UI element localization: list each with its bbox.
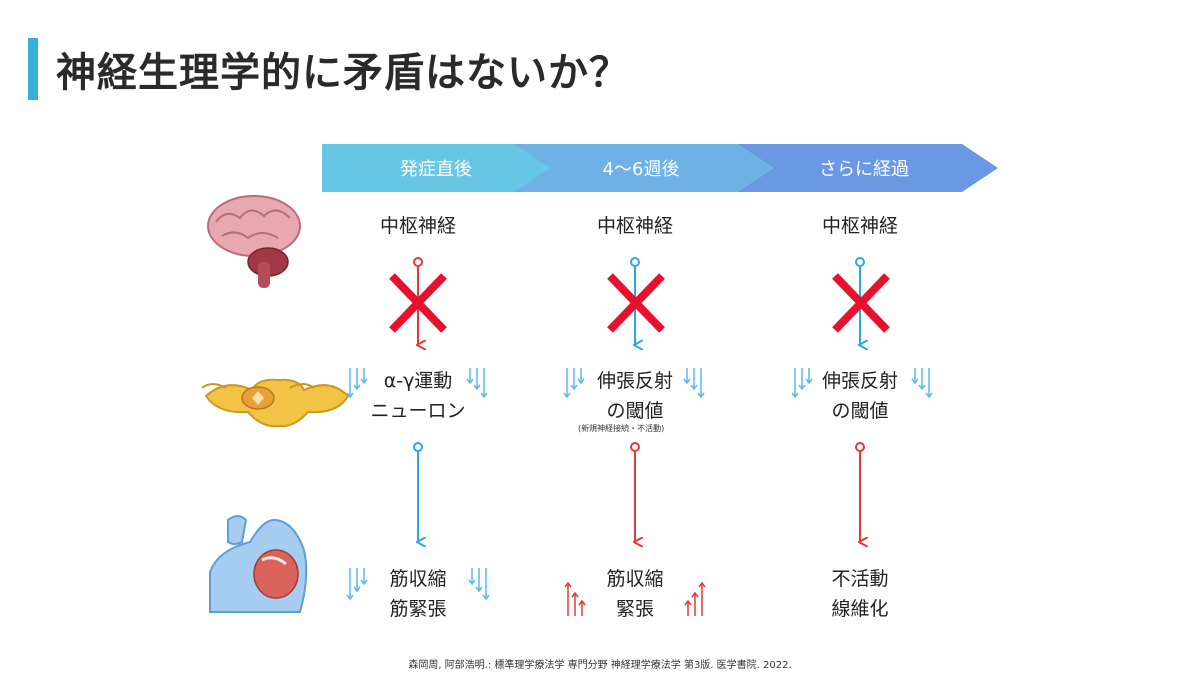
- cns-label: 中枢神経: [596, 215, 673, 237]
- signal-arrow-bottom-1: [413, 442, 422, 542]
- mid-label-note: (新規神経接続・不活動): [578, 424, 665, 433]
- mid-label-line2: の閾値: [831, 400, 889, 422]
- cns-label: 中枢神経: [821, 215, 898, 237]
- page-title: 神経生理学的に矛盾はないか？: [56, 50, 630, 96]
- phase-label: 4〜6週後: [602, 159, 680, 180]
- mid-label-line1: α-γ運動: [383, 370, 453, 392]
- phase-arrow-3: さらに経過: [738, 144, 998, 192]
- signal-arrow-bottom-3: [855, 442, 864, 542]
- bottom-label-line1: 筋収縮: [606, 568, 664, 590]
- bottom-label-line1: 不活動: [831, 568, 889, 590]
- phase-label: 発症直後: [400, 159, 472, 180]
- mid-label-line1: 伸張反射: [596, 370, 673, 392]
- bottom-label-line2: 筋緊張: [389, 598, 447, 620]
- cross-mark-icon: [389, 273, 447, 333]
- mid-label-line2: ニューロン: [370, 400, 466, 422]
- phase-label: さらに経過: [819, 159, 909, 180]
- title-accent-bar: [28, 38, 38, 100]
- bottom-label-line2: 線維化: [831, 598, 889, 620]
- citation: 森岡周, 阿部浩明.: 標準理学療法学 専門分野 神経理学療法学 第3版. 医学…: [408, 660, 792, 671]
- brain-icon: [207, 195, 301, 288]
- bottom-label-line1: 筋収縮: [389, 568, 447, 590]
- cross-mark-icon: [607, 273, 665, 333]
- decrease-arrows-icon: [346, 368, 933, 601]
- spinal-cord-icon: [201, 378, 350, 428]
- phase-arrow-2: 4〜6週後: [514, 144, 776, 192]
- increase-arrows-icon: [564, 581, 706, 616]
- mid-label-line1: 伸張反射: [821, 370, 898, 392]
- signal-arrow-bottom-2: [630, 442, 639, 542]
- mid-label-line2: の閾値: [606, 400, 664, 422]
- phase-arrow-1: 発症直後: [322, 144, 558, 192]
- bottom-label-line2: 緊張: [615, 598, 654, 620]
- cross-mark-icon: [832, 273, 890, 333]
- shoulder-muscle-icon: [209, 515, 308, 613]
- cns-label: 中枢神経: [379, 215, 456, 237]
